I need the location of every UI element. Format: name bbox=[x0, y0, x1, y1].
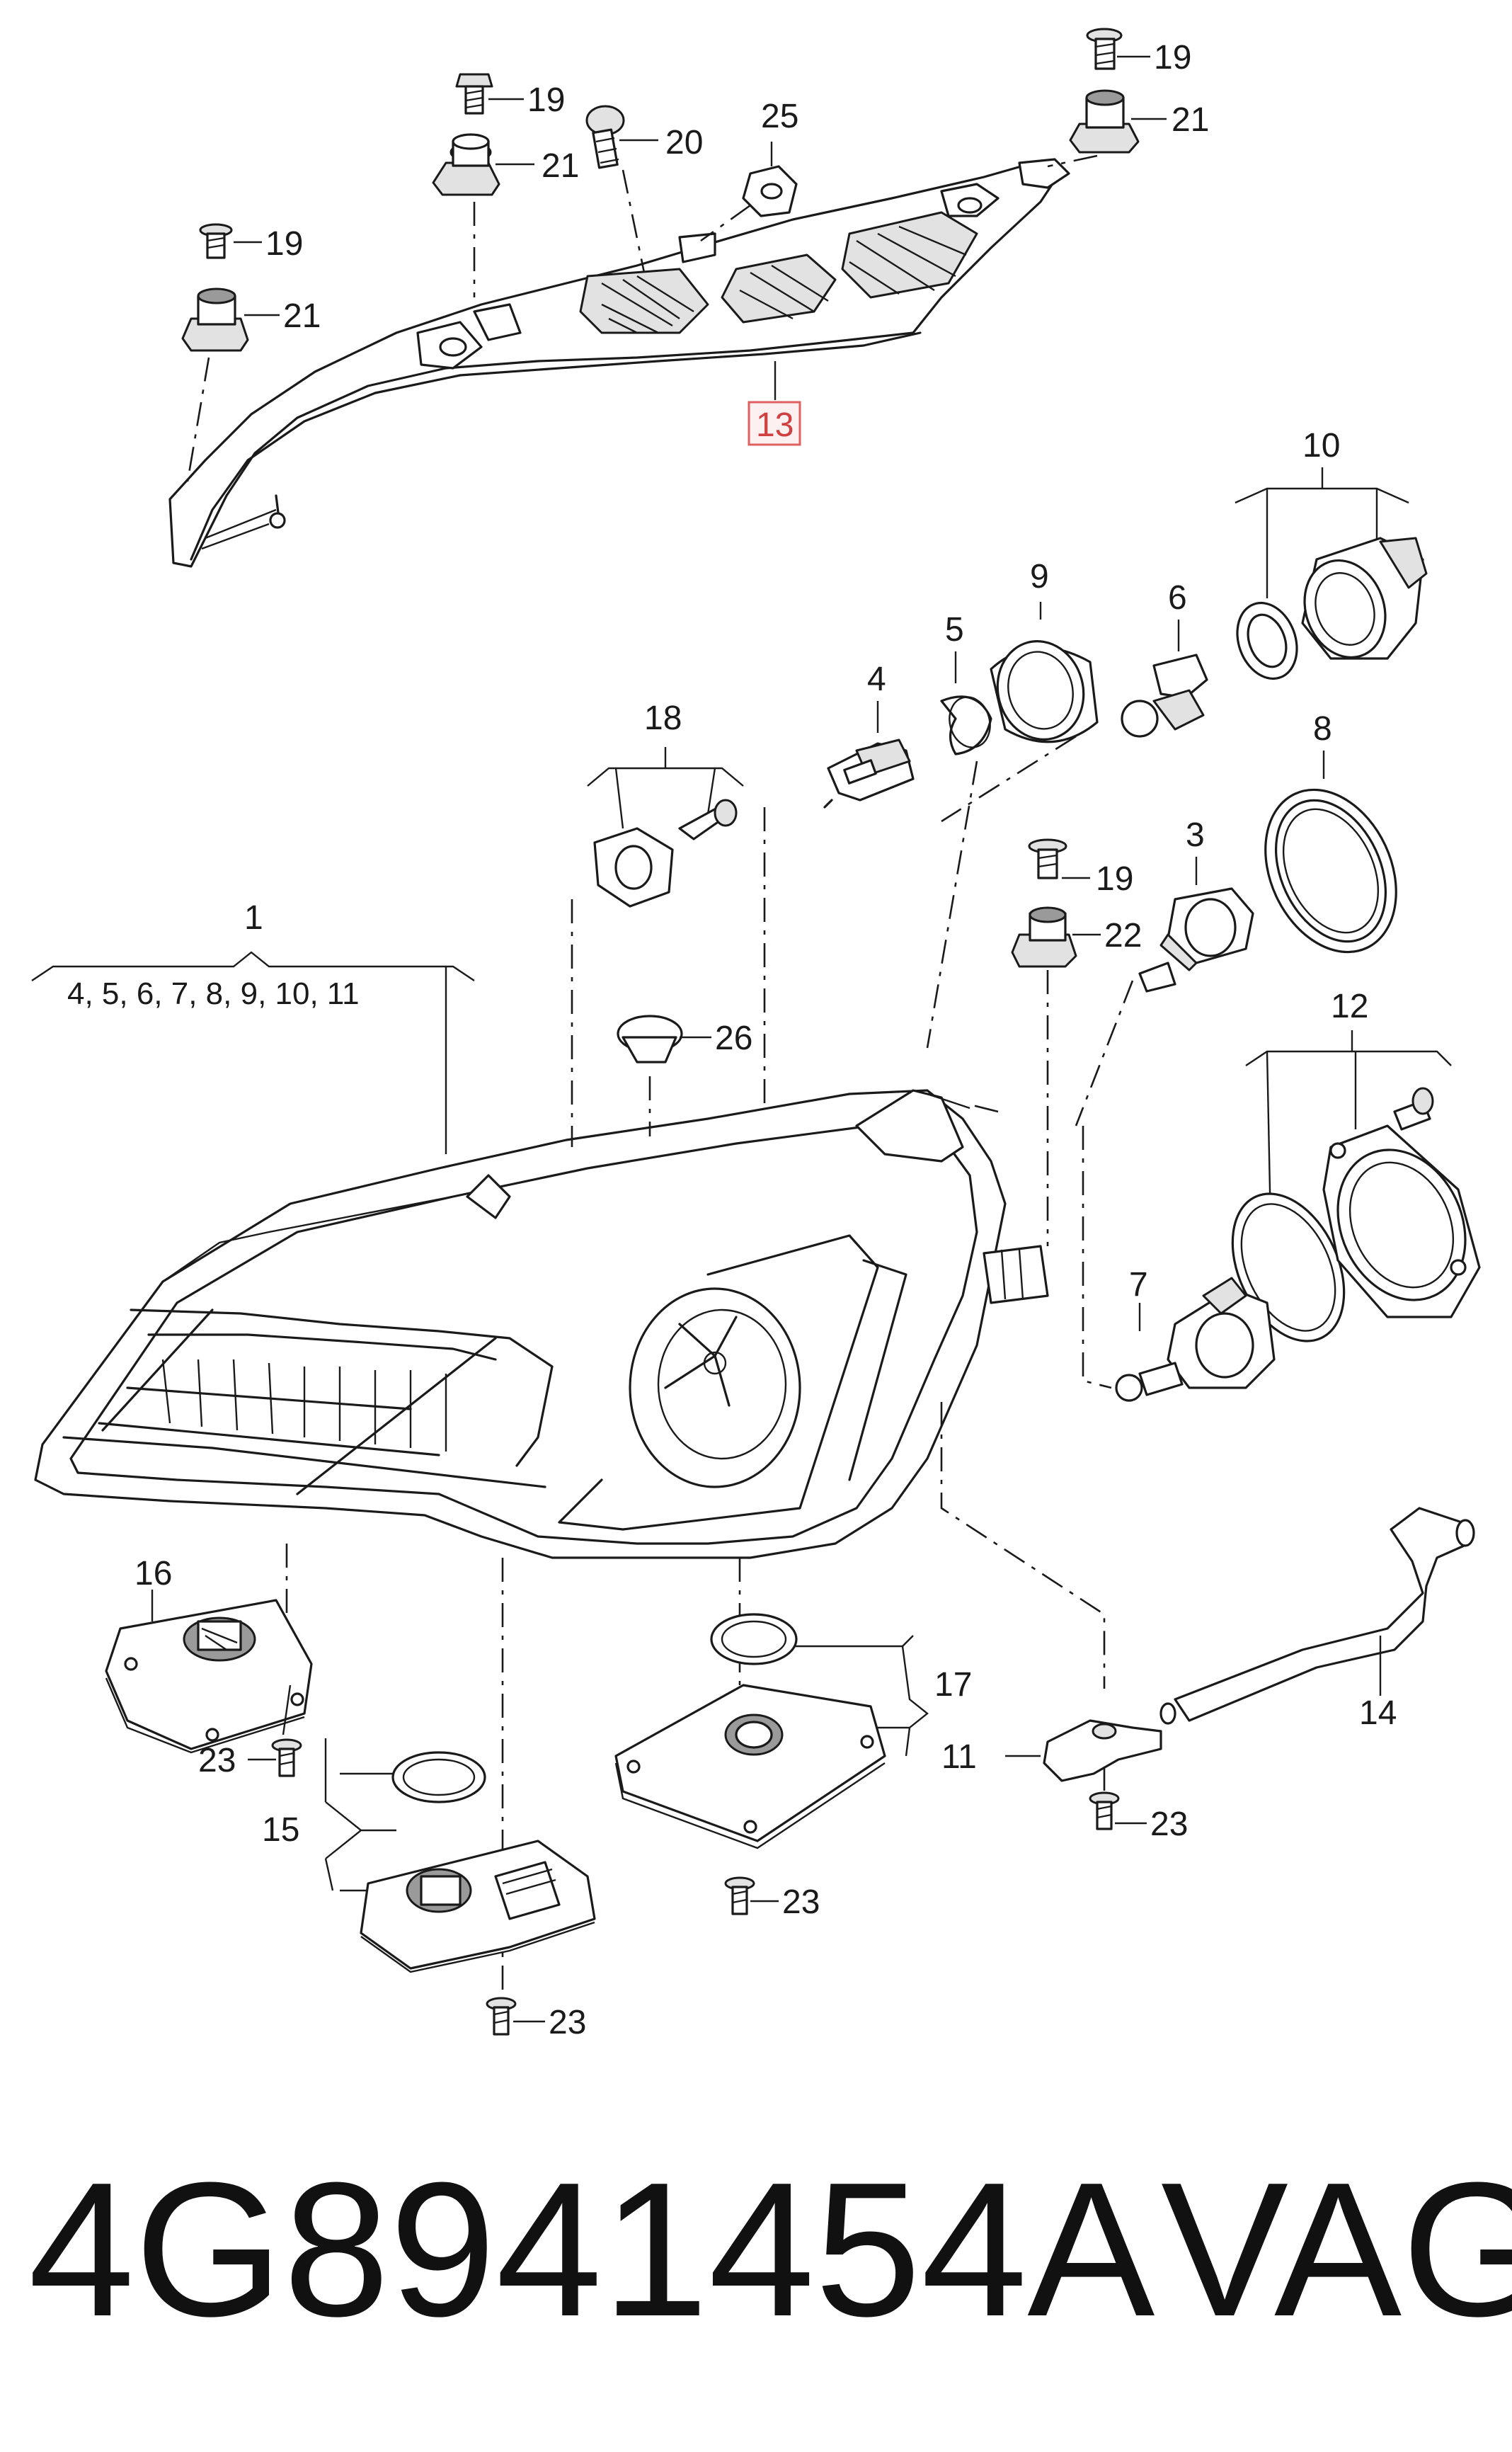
part-12-cap bbox=[1231, 1030, 1481, 1342]
screw-icon bbox=[455, 73, 493, 115]
part-7-bulb bbox=[1115, 1277, 1276, 1402]
part-18-adjuster bbox=[587, 747, 744, 908]
label-4: 4 bbox=[867, 661, 886, 698]
label-19: 19 bbox=[265, 225, 303, 263]
part-17-ballast bbox=[614, 1613, 929, 1915]
label-19: 19 bbox=[1154, 39, 1191, 76]
label-13-highlighted: 13 bbox=[756, 406, 794, 444]
screw-icon bbox=[585, 105, 625, 169]
clip-nut-icon bbox=[1069, 89, 1140, 154]
footer-brand: VAG bbox=[1161, 2143, 1512, 2356]
label-22: 22 bbox=[1104, 917, 1142, 954]
part-3-xenon bbox=[1138, 857, 1254, 993]
part-16-ballast bbox=[105, 1590, 313, 1777]
part-11-14-hose bbox=[1005, 1507, 1475, 1830]
label-14: 14 bbox=[1359, 1694, 1397, 1732]
label-12: 12 bbox=[1331, 988, 1368, 1025]
label-19: 19 bbox=[1096, 860, 1133, 898]
clip-nut-icon bbox=[432, 133, 500, 196]
part-15-ballast bbox=[324, 1738, 596, 2036]
label-1-subparts: 4, 5, 6, 7, 8, 9, 10, 11 bbox=[67, 976, 360, 1011]
part-6-bulb bbox=[1121, 620, 1208, 738]
part-9-ring bbox=[990, 602, 1099, 743]
label-5: 5 bbox=[945, 611, 964, 649]
bracket-fasteners bbox=[181, 28, 1140, 352]
label-19: 19 bbox=[527, 81, 565, 119]
label-16: 16 bbox=[134, 1555, 172, 1592]
label-15: 15 bbox=[262, 1811, 299, 1849]
screw-icon bbox=[199, 223, 233, 259]
label-1: 1 bbox=[244, 899, 263, 937]
part-10-cap bbox=[1235, 467, 1428, 680]
label-20: 20 bbox=[665, 124, 703, 161]
footer-part-number: 4G8941454A bbox=[28, 2143, 1156, 2356]
part-4-bulb bbox=[823, 701, 915, 809]
part-26-plug bbox=[617, 1015, 711, 1064]
label-23: 23 bbox=[198, 1742, 236, 1779]
part-5-clip bbox=[940, 651, 992, 755]
clip-nut-icon bbox=[1011, 906, 1077, 968]
screw-icon bbox=[1086, 28, 1123, 70]
highlight-box-13 bbox=[748, 401, 801, 446]
bracket-part-13 bbox=[168, 158, 1070, 568]
label-8: 8 bbox=[1313, 710, 1332, 748]
label-23: 23 bbox=[782, 1883, 820, 1921]
label-23: 23 bbox=[1150, 1806, 1188, 1843]
callout-labels: 19 21 20 25 19 21 19 21 13 10 9 6 5 4 8 … bbox=[67, 39, 1397, 2041]
label-3: 3 bbox=[1186, 816, 1205, 854]
label-23: 23 bbox=[549, 2004, 586, 2041]
headlight-housing-part-1 bbox=[31, 951, 1049, 1559]
label-6: 6 bbox=[1168, 579, 1187, 617]
part-8-seal bbox=[1264, 751, 1397, 954]
label-21: 21 bbox=[1172, 101, 1209, 139]
label-7: 7 bbox=[1129, 1266, 1148, 1304]
label-9: 9 bbox=[1030, 558, 1049, 595]
label-26: 26 bbox=[715, 1020, 752, 1057]
clip-nut-icon bbox=[181, 287, 249, 352]
label-21: 21 bbox=[283, 297, 321, 335]
label-18: 18 bbox=[644, 700, 682, 737]
screw-icon bbox=[1028, 838, 1067, 879]
label-17: 17 bbox=[934, 1666, 972, 1704]
label-11: 11 bbox=[941, 1738, 977, 1776]
label-25: 25 bbox=[761, 98, 798, 135]
label-10: 10 bbox=[1302, 427, 1340, 464]
bracket-leaders bbox=[186, 55, 1167, 482]
label-21: 21 bbox=[542, 147, 579, 185]
clip-icon bbox=[742, 165, 798, 217]
